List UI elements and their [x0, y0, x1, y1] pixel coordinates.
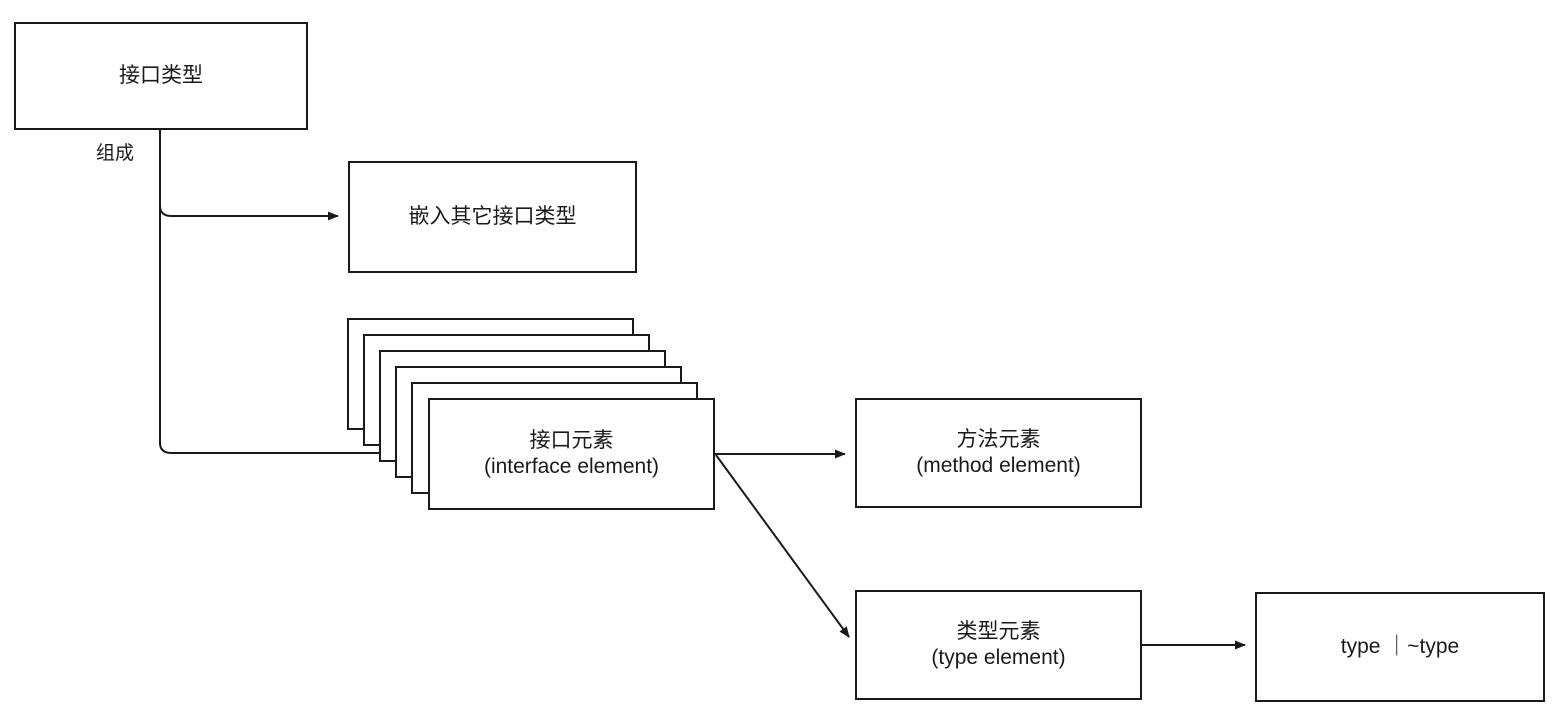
node-type-element-label-cn: 类型元素: [956, 619, 1041, 643]
node-interface-element-label-cn: 接口元素: [529, 428, 614, 452]
node-interface-element[interactable]: 接口元素 (interface element): [428, 398, 715, 510]
node-method-element-label-cn: 方法元素: [956, 427, 1041, 451]
edge-trunk-line: [159, 130, 419, 458]
node-method-element-label-en: (method element): [916, 454, 1081, 477]
node-embed-other-interface[interactable]: 嵌入其它接口类型: [348, 161, 637, 273]
edge-interface-element-to-type-element: [715, 454, 850, 638]
node-interface-type-label: 接口类型: [119, 63, 203, 87]
node-type-union-label: type ｜~type: [1340, 634, 1460, 658]
node-interface-element-label-en: (interface element): [483, 455, 660, 478]
node-type-union[interactable]: type ｜~type: [1255, 592, 1545, 702]
node-type-element-label-en: (type element): [931, 646, 1066, 669]
edge-interface-type-to-embed: [159, 205, 339, 221]
node-interface-type[interactable]: 接口类型: [14, 22, 308, 130]
node-method-element[interactable]: 方法元素 (method element): [855, 398, 1142, 508]
edge-label-compose: 组成: [96, 143, 135, 164]
node-embed-other-interface-label: 嵌入其它接口类型: [408, 204, 577, 228]
node-type-element[interactable]: 类型元素 (type element): [855, 590, 1142, 700]
